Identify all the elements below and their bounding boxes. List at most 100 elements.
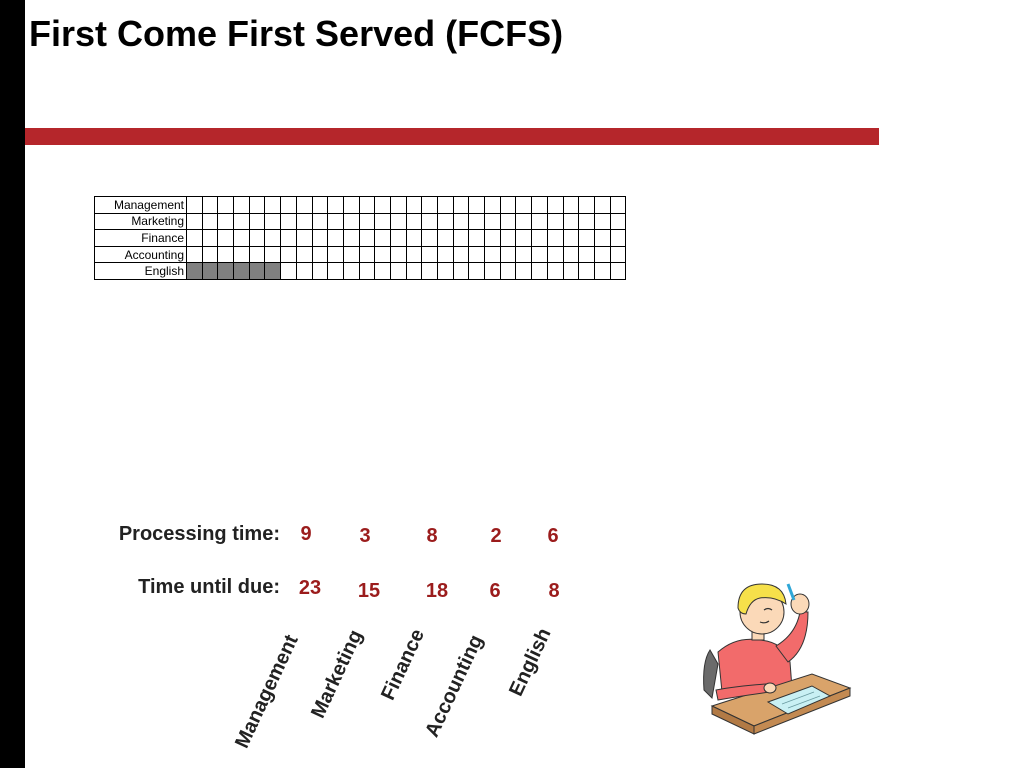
gantt-cell <box>437 229 454 247</box>
left-accent-bar <box>0 0 25 768</box>
gantt-cell <box>468 245 486 264</box>
gantt-cell <box>468 196 486 214</box>
gantt-cell <box>593 229 611 247</box>
gantt-row-label: Marketing <box>94 212 187 231</box>
gantt-cell <box>578 262 595 280</box>
due-value: 18 <box>425 580 449 602</box>
time-until-due-label: Time until due: <box>138 576 280 598</box>
gantt-cell <box>327 262 344 280</box>
gantt-cell <box>515 212 533 231</box>
gantt-cell <box>201 229 219 247</box>
gantt-cell <box>405 229 423 247</box>
gantt-cell <box>405 262 423 280</box>
gantt-cell <box>374 245 391 264</box>
gantt-cell <box>578 212 595 231</box>
gantt-cell <box>468 229 486 247</box>
processing-time-label: Processing time: <box>118 523 280 545</box>
gantt-cell <box>389 229 407 247</box>
gantt-cell <box>342 245 360 264</box>
gantt-cell <box>217 229 235 247</box>
gantt-cell <box>264 245 282 264</box>
gantt-cell <box>280 229 297 247</box>
gantt-cell <box>515 229 533 247</box>
processing-value: 9 <box>300 523 312 545</box>
gantt-cell <box>484 262 501 280</box>
gantt-cell <box>248 245 266 264</box>
gantt-cell <box>186 262 203 280</box>
gantt-cell <box>484 229 501 247</box>
job-name-label: Marketing <box>307 626 368 722</box>
gantt-row-label: English <box>94 262 187 280</box>
gantt-row: English <box>94 262 627 280</box>
title-underline-rule <box>25 128 879 145</box>
gantt-cell <box>295 245 313 264</box>
gantt-cell <box>499 245 517 264</box>
student-thinking-at-desk-icon <box>703 583 852 735</box>
gantt-cell <box>468 262 486 280</box>
gantt-cell <box>342 212 360 231</box>
gantt-cell <box>233 196 250 214</box>
gantt-cell <box>515 245 533 264</box>
job-name-label: Management <box>231 631 303 752</box>
gantt-cell <box>499 262 517 280</box>
gantt-cell <box>546 212 564 231</box>
gantt-cell <box>186 212 203 231</box>
gantt-row: Accounting <box>94 245 627 264</box>
gantt-row-label: Management <box>94 196 187 214</box>
gantt-cell <box>295 262 313 280</box>
gantt-cell <box>264 262 282 280</box>
gantt-cell <box>186 229 203 247</box>
job-name-label: English <box>505 624 556 700</box>
processing-value: 3 <box>359 525 371 547</box>
gantt-cell <box>437 262 454 280</box>
gantt-cell <box>421 229 438 247</box>
gantt-cell <box>593 196 611 214</box>
gantt-cell <box>531 212 548 231</box>
gantt-cell <box>546 196 564 214</box>
gantt-cell <box>233 229 250 247</box>
gantt-cell <box>264 196 282 214</box>
gantt-cell <box>484 212 501 231</box>
slide-title: First Come First Served (FCFS) <box>29 13 564 54</box>
gantt-cell <box>311 245 329 264</box>
gantt-cell <box>327 212 344 231</box>
gantt-row-label: Finance <box>94 229 187 247</box>
gantt-cell <box>562 229 580 247</box>
gantt-cell <box>295 196 313 214</box>
gantt-cell <box>280 245 297 264</box>
gantt-cell <box>452 262 470 280</box>
gantt-cell <box>201 212 219 231</box>
gantt-cell <box>342 262 360 280</box>
gantt-cell <box>186 245 203 264</box>
gantt-cell <box>264 212 282 231</box>
gantt-row-label: Accounting <box>94 245 187 264</box>
gantt-cell <box>389 245 407 264</box>
gantt-cell <box>201 196 219 214</box>
gantt-cell <box>562 262 580 280</box>
gantt-cell <box>452 212 470 231</box>
gantt-cell <box>546 245 564 264</box>
gantt-cell <box>421 212 438 231</box>
gantt-cell <box>217 245 235 264</box>
gantt-cell <box>499 212 517 231</box>
gantt-cell <box>405 196 423 214</box>
job-name-label: Accounting <box>421 631 488 741</box>
gantt-cell <box>311 196 329 214</box>
gantt-cell <box>437 245 454 264</box>
job-name-label: Finance <box>377 625 430 704</box>
gantt-cell <box>358 196 376 214</box>
gantt-cell <box>327 245 344 264</box>
processing-value: 6 <box>547 525 559 547</box>
gantt-cell <box>499 196 517 214</box>
gantt-cell <box>546 229 564 247</box>
due-value: 15 <box>357 580 381 602</box>
gantt-cell <box>562 212 580 231</box>
gantt-cell <box>342 229 360 247</box>
gantt-cell <box>578 245 595 264</box>
gantt-cell <box>468 212 486 231</box>
gantt-cell <box>358 229 376 247</box>
gantt-cell <box>233 245 250 264</box>
gantt-cell <box>217 196 235 214</box>
gantt-cell <box>405 245 423 264</box>
